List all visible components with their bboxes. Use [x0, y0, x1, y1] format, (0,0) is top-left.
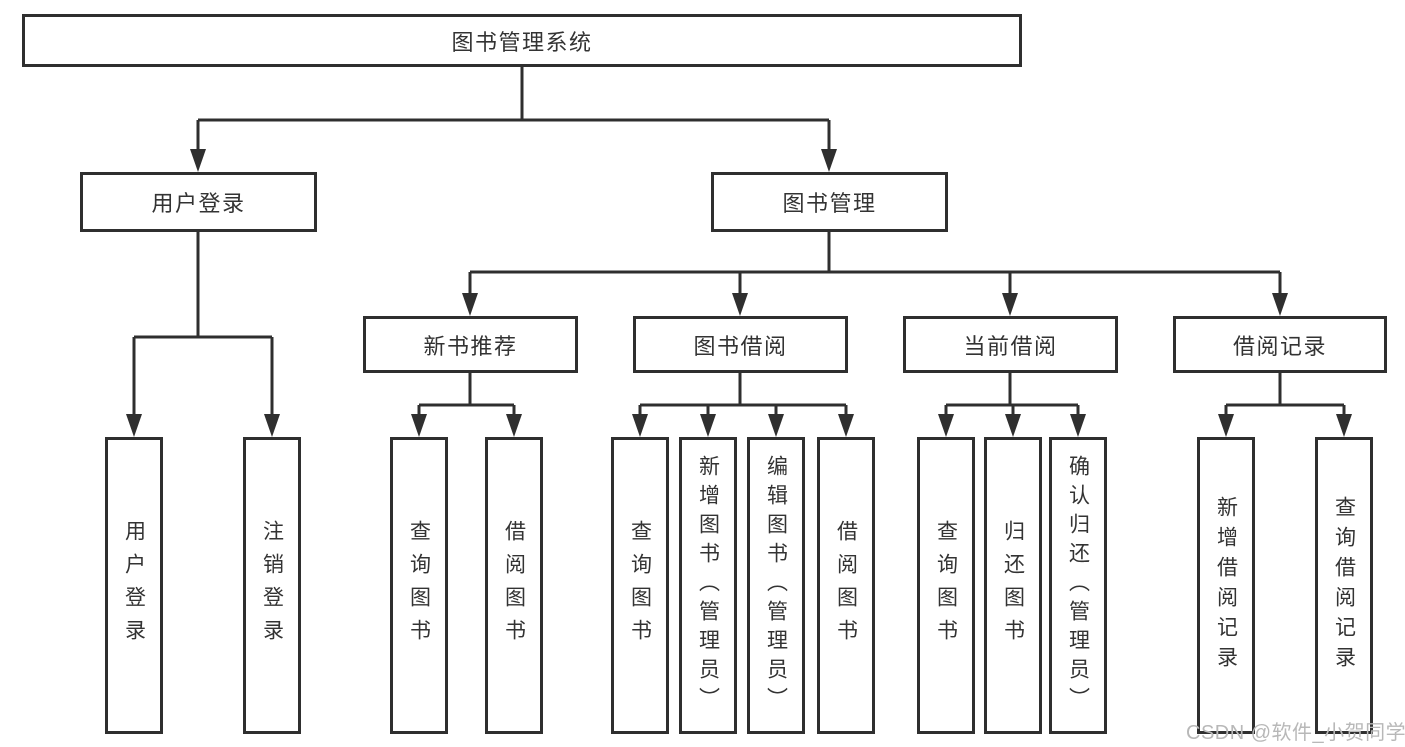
node-new-book-recommend: 新书推荐 [363, 316, 578, 373]
connector-records-to-leaves [1218, 373, 1352, 437]
node-label: 查询借阅记录 [1332, 495, 1356, 676]
arrow-down-icon [462, 293, 478, 316]
node-label: 图书借阅 [693, 333, 788, 359]
node-label: 查询图书 [628, 519, 652, 652]
node-query-borrow-record: 查询借阅记录 [1315, 437, 1373, 734]
node-query-books-current: 查询图书 [917, 437, 975, 734]
node-label: 归还图书 [1001, 519, 1025, 652]
connector-mgmt-to-level3 [462, 232, 1288, 316]
node-label: 查询图书 [934, 519, 958, 652]
arrow-down-icon [506, 414, 522, 437]
arrow-down-icon [411, 414, 427, 437]
connector-current-to-leaves [938, 373, 1086, 437]
node-label: 图书管理系统 [451, 29, 593, 55]
node-label: 借阅记录 [1232, 333, 1327, 359]
arrow-down-icon [1218, 414, 1234, 437]
arrow-down-icon [264, 414, 280, 437]
arrow-down-icon [838, 414, 854, 437]
node-label: 新增图书（管理员） [696, 455, 720, 716]
node-edit-book-admin: 编辑图书（管理员） [747, 437, 805, 734]
node-label: 用户登录 [151, 191, 246, 216]
arrow-down-icon [1070, 414, 1086, 437]
arrow-down-icon [1002, 293, 1018, 316]
arrow-down-icon [126, 414, 142, 437]
node-label: 查询图书 [407, 519, 431, 652]
arrow-down-icon [821, 149, 837, 172]
node-label: 借阅图书 [502, 519, 526, 652]
node-label: 用户登录 [122, 519, 146, 652]
node-borrow-books-recommend: 借阅图书 [485, 437, 543, 734]
csdn-watermark: CSDN @软件_小贺同学 [1186, 722, 1405, 744]
node-borrow-books-leaf: 借阅图书 [817, 437, 875, 734]
node-confirm-return-admin: 确认归还（管理员） [1049, 437, 1107, 734]
connector-root-to-level2 [190, 65, 837, 172]
node-label: 当前借阅 [963, 333, 1058, 359]
arrow-down-icon [732, 293, 748, 316]
node-label: 借阅图书 [834, 519, 858, 652]
node-user-login: 用户登录 [80, 172, 317, 232]
node-return-book: 归还图书 [984, 437, 1042, 734]
arrow-down-icon [632, 414, 648, 437]
node-label: 图书管理 [782, 191, 877, 216]
node-book-borrow: 图书借阅 [633, 316, 848, 373]
node-logout-leaf: 注销登录 [243, 437, 301, 734]
node-borrow-records: 借阅记录 [1173, 316, 1387, 373]
arrow-down-icon [700, 414, 716, 437]
node-query-books-recommend: 查询图书 [390, 437, 448, 734]
connector-login-to-leaves [126, 232, 280, 437]
node-label: 注销登录 [260, 519, 284, 652]
node-label: 新书推荐 [423, 333, 518, 359]
node-current-borrow: 当前借阅 [903, 316, 1118, 373]
node-label: 新增借阅记录 [1214, 495, 1238, 676]
arrow-down-icon [1336, 414, 1352, 437]
arrow-down-icon [768, 414, 784, 437]
connector-recommend-to-leaves [411, 373, 522, 437]
node-add-borrow-record: 新增借阅记录 [1197, 437, 1255, 734]
node-add-book-admin: 新增图书（管理员） [679, 437, 737, 734]
node-query-books-borrow: 查询图书 [611, 437, 669, 734]
arrow-down-icon [938, 414, 954, 437]
node-label: 编辑图书（管理员） [764, 455, 788, 716]
arrow-down-icon [190, 149, 206, 172]
arrow-down-icon [1272, 293, 1288, 316]
node-user-login-leaf: 用户登录 [105, 437, 163, 734]
connector-borrow-to-leaves [632, 373, 854, 437]
arrow-down-icon [1005, 414, 1021, 437]
node-book-management: 图书管理 [711, 172, 948, 232]
node-label: 确认归还（管理员） [1066, 455, 1090, 716]
node-root-library-system: 图书管理系统 [22, 14, 1022, 67]
